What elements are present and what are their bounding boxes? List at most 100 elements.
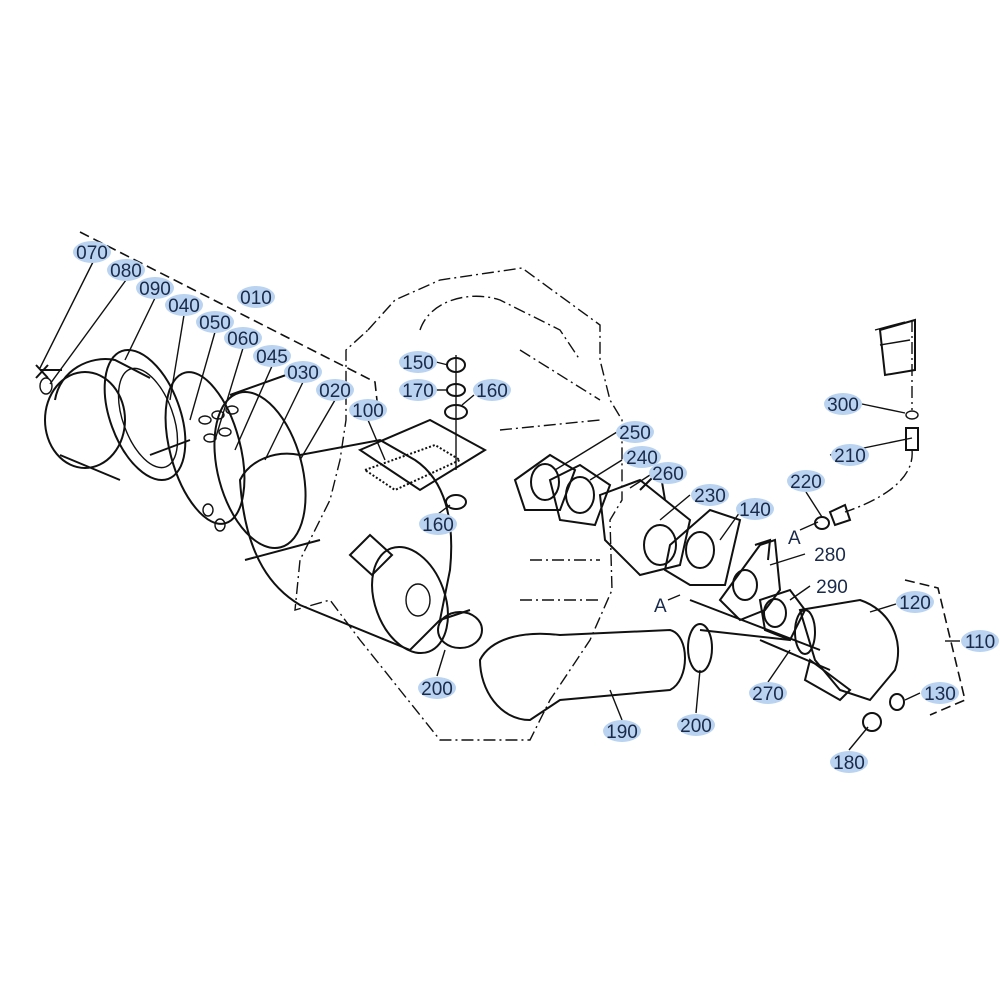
callout-290[interactable]: 290 xyxy=(816,577,848,598)
manifold-elbow xyxy=(759,598,905,732)
callout-260[interactable]: 260 xyxy=(649,462,687,485)
callout-190[interactable]: 190 xyxy=(603,720,641,743)
callout-number: 060 xyxy=(227,329,259,350)
callout-140[interactable]: 140 xyxy=(736,498,774,521)
callout-number: 200 xyxy=(421,679,453,700)
callout-200a[interactable]: 200 xyxy=(418,677,456,700)
callout-number: 170 xyxy=(402,381,434,402)
callout-highlight xyxy=(224,327,262,349)
air-cleaner-assembly xyxy=(35,348,487,655)
callout-number: 160 xyxy=(476,381,508,402)
carburetor-and-gaskets xyxy=(513,453,821,651)
ref-letter-a: A xyxy=(788,528,801,549)
callout-highlight xyxy=(473,379,511,401)
callout-highlight xyxy=(253,345,291,367)
callout-040[interactable]: 040 xyxy=(165,294,203,317)
callout-number: 160 xyxy=(422,515,454,536)
callout-highlight xyxy=(165,294,203,316)
callout-number: 200 xyxy=(680,716,712,737)
callout-220[interactable]: 220 xyxy=(787,470,825,493)
callout-highlight xyxy=(196,311,234,333)
callout-number: 140 xyxy=(739,500,771,521)
ref-letter-a: A xyxy=(654,596,667,617)
callout-highlight xyxy=(787,470,825,492)
callout-number: 270 xyxy=(752,684,784,705)
fuel-line xyxy=(814,318,919,530)
callout-highlight xyxy=(603,720,641,742)
callout-number: 130 xyxy=(924,684,956,705)
callout-highlight xyxy=(830,751,868,773)
callout-number: 240 xyxy=(626,448,658,469)
callout-045[interactable]: 045 xyxy=(253,345,291,368)
callout-number: 300 xyxy=(827,395,859,416)
callout-230[interactable]: 230 xyxy=(691,484,729,507)
callout-270[interactable]: 270 xyxy=(749,682,787,705)
engine-block-outline xyxy=(294,267,623,741)
callout-highlight xyxy=(677,714,715,736)
callout-160b[interactable]: 160 xyxy=(419,513,457,536)
callout-number: 100 xyxy=(352,401,384,422)
callout-number: 010 xyxy=(240,288,272,309)
callout-010[interactable]: 010 xyxy=(237,286,275,309)
callout-180[interactable]: 180 xyxy=(830,751,868,774)
callout-highlight xyxy=(616,421,654,443)
callout-highlight xyxy=(237,286,275,308)
callout-160a[interactable]: 160 xyxy=(473,379,511,402)
callout-highlight xyxy=(736,498,774,520)
callout-highlight xyxy=(896,591,934,613)
callout-number: 230 xyxy=(694,486,726,507)
callout-highlight xyxy=(418,677,456,699)
callout-020[interactable]: 020 xyxy=(316,379,354,402)
callout-number: 220 xyxy=(790,472,822,493)
callout-number: 045 xyxy=(256,347,288,368)
callout-number: 210 xyxy=(834,446,866,467)
callout-number: 020 xyxy=(319,381,351,402)
callout-number: 070 xyxy=(76,243,108,264)
callout-highlight xyxy=(107,259,145,281)
callout-300[interactable]: 300 xyxy=(824,393,862,416)
leader-lines xyxy=(39,261,960,751)
callout-110[interactable]: 110 xyxy=(961,630,999,653)
callout-highlight xyxy=(649,462,687,484)
callout-number: 190 xyxy=(606,722,638,743)
callout-100[interactable]: 100 xyxy=(349,399,387,422)
callout-030[interactable]: 030 xyxy=(284,361,322,384)
callout-number: 090 xyxy=(139,279,171,300)
callout-highlight xyxy=(349,399,387,421)
callout-number: 120 xyxy=(899,593,931,614)
callout-240[interactable]: 240 xyxy=(623,446,661,469)
callout-120[interactable]: 120 xyxy=(896,591,934,614)
callout-170[interactable]: 170 xyxy=(399,379,437,402)
callout-highlight xyxy=(831,444,869,466)
callout-number: 280 xyxy=(814,545,846,566)
manifold-bracket xyxy=(904,579,966,716)
callout-highlight xyxy=(136,277,174,299)
callout-070[interactable]: 070 xyxy=(73,241,111,264)
callout-200b[interactable]: 200 xyxy=(677,714,715,737)
callout-highlight xyxy=(749,682,787,704)
callout-number: 180 xyxy=(833,753,865,774)
callout-highlight xyxy=(691,484,729,506)
callout-highlight xyxy=(284,361,322,383)
callout-number: 030 xyxy=(287,363,319,384)
callout-number: 080 xyxy=(110,261,142,282)
callout-080[interactable]: 080 xyxy=(107,259,145,282)
intake-hose xyxy=(478,623,791,722)
callout-number: 290 xyxy=(816,577,848,598)
callout-number: 150 xyxy=(402,353,434,374)
callout-090[interactable]: 090 xyxy=(136,277,174,300)
callout-150[interactable]: 150 xyxy=(399,351,437,374)
callout-number: 260 xyxy=(652,464,684,485)
callout-highlight xyxy=(73,241,111,263)
callout-050[interactable]: 050 xyxy=(196,311,234,334)
callout-060[interactable]: 060 xyxy=(224,327,262,350)
callout-250[interactable]: 250 xyxy=(616,421,654,444)
callout-130[interactable]: 130 xyxy=(921,682,959,705)
callout-highlight xyxy=(316,379,354,401)
callout-number: 050 xyxy=(199,313,231,334)
callout-280[interactable]: 280 xyxy=(814,545,846,566)
callout-210[interactable]: 210 xyxy=(831,444,869,467)
